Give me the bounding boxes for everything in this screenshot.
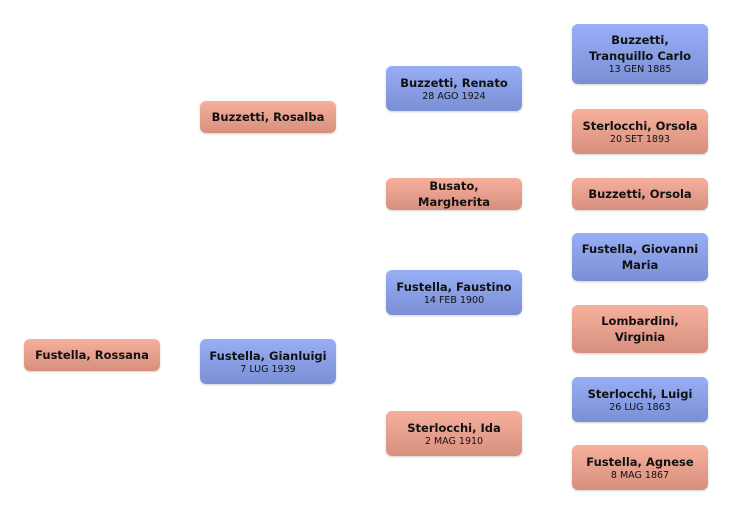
person-date: 28 AGO 1924 — [422, 90, 486, 102]
person-node-buzzetti-renato[interactable]: Buzzetti, Renato 28 AGO 1924 — [386, 66, 522, 111]
person-name: Fustella, Faustino — [396, 279, 512, 294]
person-node-fustella-giovanni-maria[interactable]: Fustella, Giovanni Maria — [572, 233, 708, 281]
person-node-sterlocchi-ida[interactable]: Sterlocchi, Ida 2 MAG 1910 — [386, 411, 522, 456]
person-name: Sterlocchi, Luigi — [587, 386, 693, 401]
person-name: Fustella, Rossana — [35, 348, 149, 362]
person-node-fustella-rossana[interactable]: Fustella, Rossana — [24, 339, 160, 371]
person-date: 2 MAG 1910 — [424, 435, 484, 447]
person-node-buzzetti-tranquillo-carlo[interactable]: Buzzetti, Tranquillo Carlo 13 GEN 1885 — [572, 24, 708, 84]
person-date: 20 SET 1893 — [609, 133, 671, 145]
person-date: 8 MAG 1867 — [610, 469, 670, 481]
person-name: Busato, Margherita — [418, 179, 490, 209]
person-name: Buzzetti, Renato — [400, 75, 508, 90]
person-node-fustella-gianluigi[interactable]: Fustella, Gianluigi 7 LUG 1939 — [200, 339, 336, 384]
person-node-sterlocchi-luigi[interactable]: Sterlocchi, Luigi 26 LUG 1863 — [572, 377, 708, 422]
person-name: Buzzetti, Rosalba — [211, 110, 325, 124]
person-node-fustella-faustino[interactable]: Fustella, Faustino 14 FEB 1900 — [386, 270, 522, 315]
person-date: 14 FEB 1900 — [423, 294, 485, 306]
person-date: 13 GEN 1885 — [608, 64, 672, 75]
person-name: Fustella, Agnese — [586, 454, 694, 469]
person-node-fustella-agnese[interactable]: Fustella, Agnese 8 MAG 1867 — [572, 445, 708, 490]
person-node-buzzetti-orsola[interactable]: Buzzetti, Orsola — [572, 178, 708, 210]
person-name: Fustella, Gianluigi — [209, 348, 327, 363]
person-name: Sterlocchi, Orsola — [582, 118, 698, 133]
person-name: Buzzetti, Orsola — [588, 187, 692, 201]
person-name: Buzzetti, Tranquillo Carlo — [588, 33, 692, 63]
person-node-sterlocchi-orsola[interactable]: Sterlocchi, Orsola 20 SET 1893 — [572, 109, 708, 154]
person-date: 7 LUG 1939 — [240, 363, 296, 375]
person-date: 26 LUG 1863 — [609, 401, 671, 413]
person-name: Sterlocchi, Ida — [407, 420, 501, 435]
person-node-lombardini-virginia[interactable]: Lombardini, Virginia — [572, 305, 708, 353]
person-name: Lombardini, Virginia — [601, 314, 679, 344]
person-node-buzzetti-rosalba[interactable]: Buzzetti, Rosalba — [200, 101, 336, 133]
person-node-busato-margherita[interactable]: Busato, Margherita — [386, 178, 522, 210]
person-name: Fustella, Giovanni Maria — [581, 242, 699, 272]
